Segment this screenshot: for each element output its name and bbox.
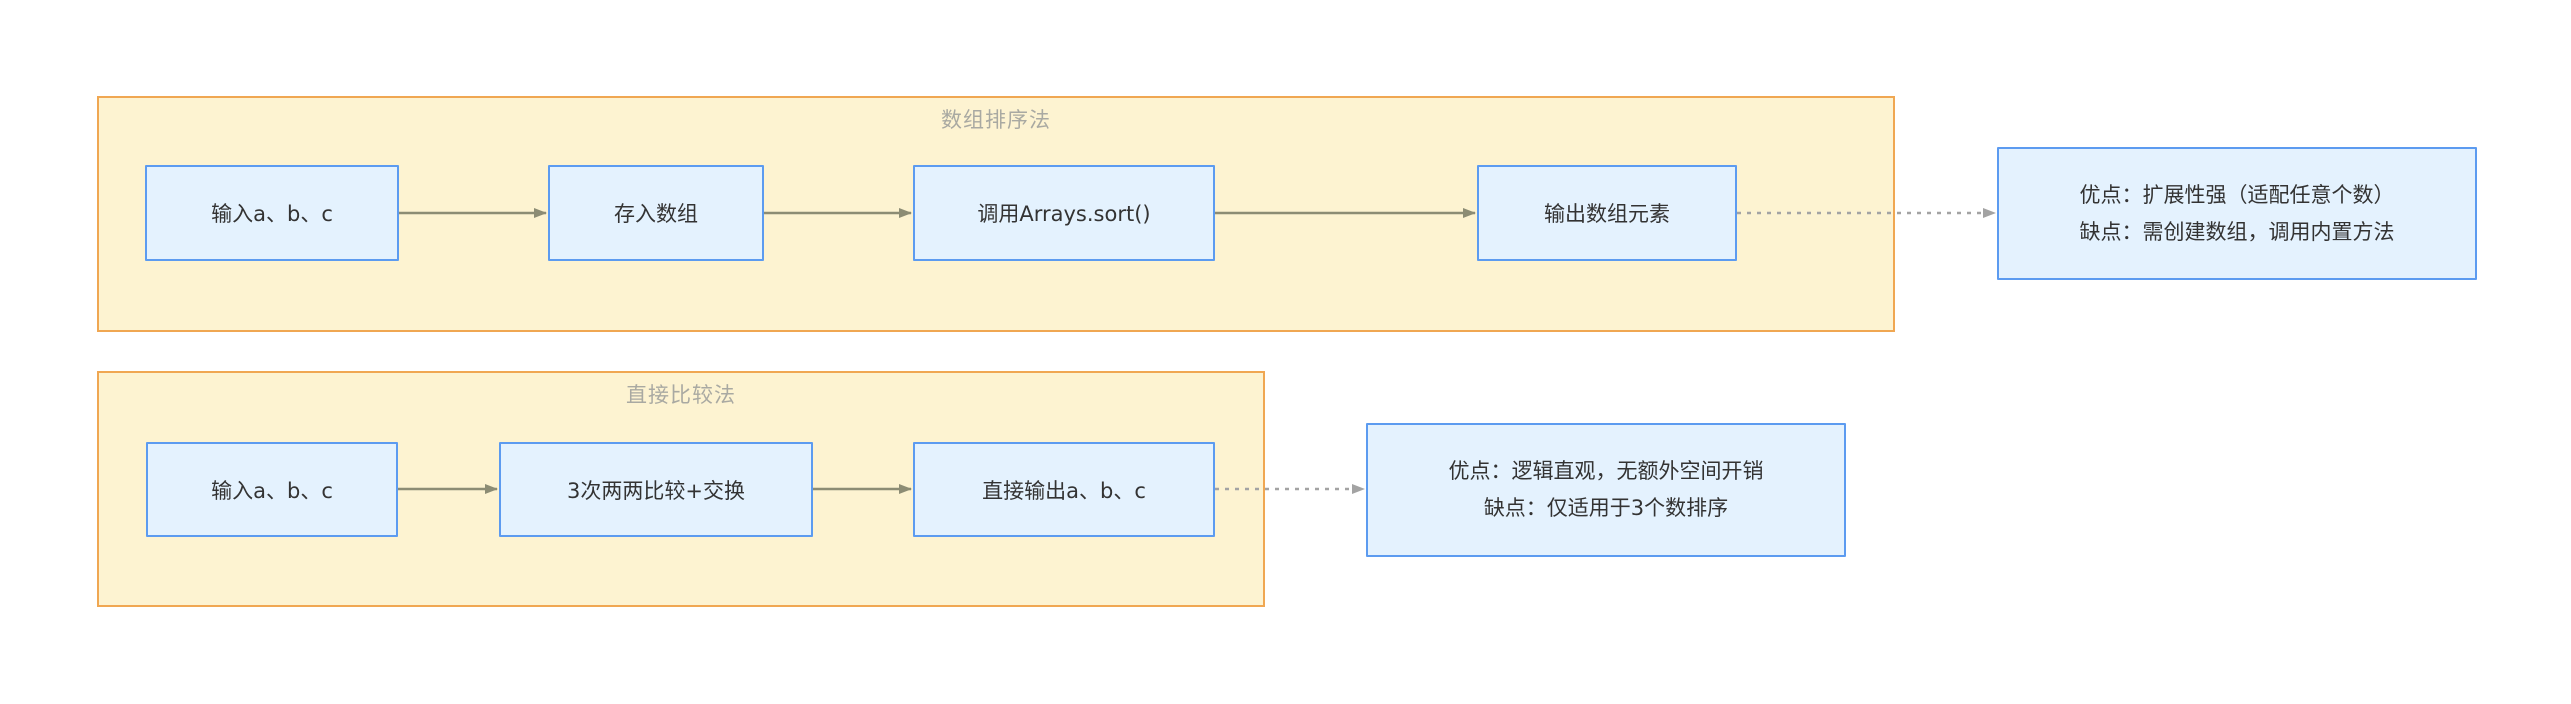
node-store-into-array: 存入数组 — [548, 165, 764, 261]
note-direct-compare-pros-cons: 优点：逻辑直观，无额外空间开销 缺点：仅适用于3个数排序 — [1366, 423, 1846, 557]
note1-cons-line: 缺点：需创建数组，调用内置方法 — [2079, 219, 2395, 244]
node-input-abc-1: 输入a、b、c — [145, 165, 399, 261]
note2-pros-line: 优点：逻辑直观，无额外空间开销 — [1448, 459, 1764, 483]
node-pairwise-compare-swap: 3次两两比较+交换 — [499, 442, 813, 537]
node-direct-output-abc: 直接输出a、b、c — [913, 442, 1215, 537]
node-input-abc-2: 输入a、b、c — [146, 442, 398, 537]
note1-pros-line: 优点：扩展性强（适配任意个数） — [2079, 182, 2395, 207]
note-array-sort-pros-cons: 优点：扩展性强（适配任意个数） 缺点：需创建数组，调用内置方法 — [1997, 147, 2477, 280]
group-array-sort-title: 数组排序法 — [941, 108, 1051, 132]
node-call-arrays-sort: 调用Arrays.sort() — [913, 165, 1215, 261]
node-output-array-elements: 输出数组元素 — [1477, 165, 1737, 261]
group-direct-compare-title: 直接比较法 — [626, 383, 736, 407]
note2-cons-line: 缺点：仅适用于3个数排序 — [1483, 496, 1729, 520]
